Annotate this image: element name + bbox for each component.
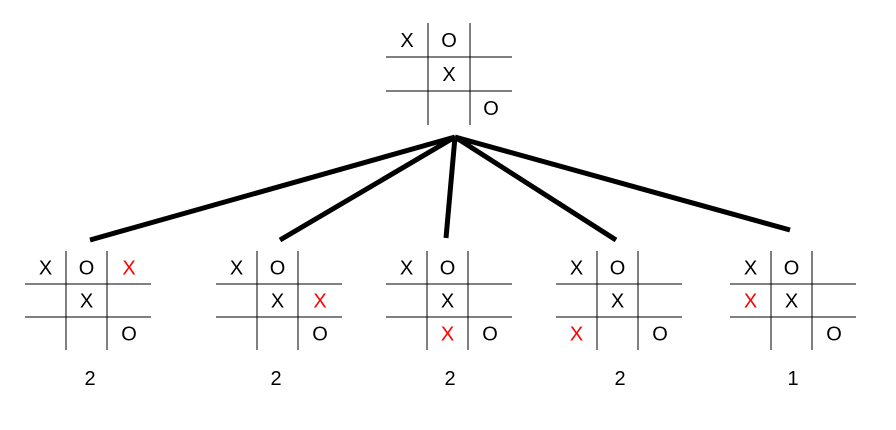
tree-edge	[454, 134, 791, 233]
o-mark: O	[482, 324, 498, 346]
x-mark: X	[611, 291, 624, 313]
score-label: 2	[270, 368, 281, 390]
x-mark: X	[400, 30, 413, 52]
new-move-mark: X	[122, 258, 135, 280]
x-mark: X	[39, 258, 52, 280]
o-mark: O	[121, 324, 137, 346]
o-mark: O	[270, 258, 286, 280]
tree-edges	[89, 134, 791, 243]
o-mark: O	[826, 324, 842, 346]
tree-edge	[278, 134, 457, 243]
x-mark: X	[442, 64, 455, 86]
score-label: 2	[444, 368, 455, 390]
new-move-mark: X	[744, 291, 757, 313]
o-mark: O	[312, 324, 328, 346]
new-move-mark: X	[313, 291, 326, 313]
score-label: 2	[614, 368, 625, 390]
tree-edge	[89, 134, 456, 243]
o-mark: O	[652, 324, 668, 346]
o-mark: O	[483, 98, 499, 120]
x-mark: X	[744, 258, 757, 280]
o-mark: O	[784, 258, 800, 280]
new-move-mark: X	[441, 324, 454, 346]
x-mark: X	[570, 258, 583, 280]
o-mark: O	[610, 258, 626, 280]
x-mark: X	[230, 258, 243, 280]
x-mark: X	[80, 291, 93, 313]
score-label: 1	[787, 368, 798, 390]
new-move-mark: X	[570, 324, 583, 346]
tree-edge	[443, 136, 458, 239]
o-mark: O	[79, 258, 95, 280]
o-mark: O	[440, 258, 456, 280]
tree-edge	[453, 134, 618, 243]
x-mark: X	[785, 291, 798, 313]
score-label: 2	[84, 368, 95, 390]
x-mark: X	[271, 291, 284, 313]
x-mark: X	[441, 291, 454, 313]
x-mark: X	[400, 258, 413, 280]
o-mark: O	[441, 30, 457, 52]
